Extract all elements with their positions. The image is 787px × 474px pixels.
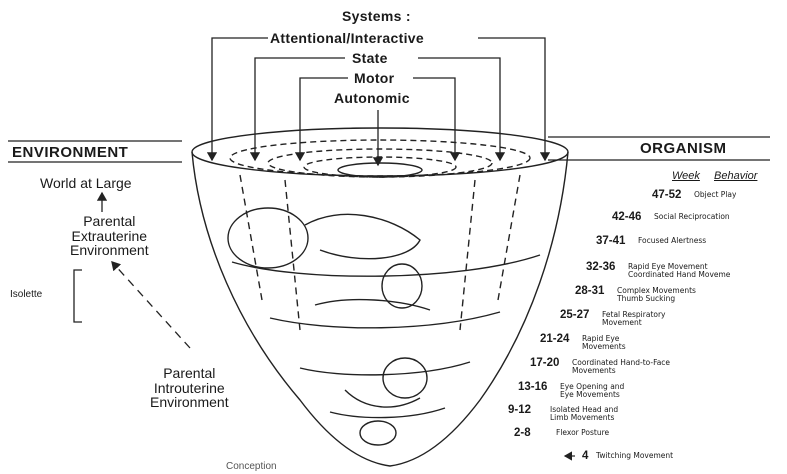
stage-week-4: 28-31 <box>575 286 604 298</box>
fetus-figure-2 <box>383 358 427 398</box>
stage-behavior-10: Flexor Posture <box>556 429 609 437</box>
stage-behavior-4: Complex Movements Thumb Sucking <box>617 287 696 303</box>
embryo-figure <box>360 421 396 445</box>
stage-behavior-2: Focused Alertness <box>638 237 706 245</box>
intrauterine-environment-label: Parental Introuterine Environment <box>150 366 229 410</box>
stage-week-2: 37-41 <box>596 236 625 248</box>
stage-behavior-11: Twitching Movement <box>596 452 673 460</box>
system-state: State <box>352 51 388 65</box>
stage-week-3: 32-36 <box>586 262 615 274</box>
stage-week-0: 47-52 <box>652 190 681 202</box>
system-attentional-interactive: Attentional/Interactive <box>270 31 424 45</box>
system-motor: Motor <box>354 71 394 85</box>
systems-heading: Systems : <box>342 9 411 23</box>
ring-attentional <box>230 140 530 176</box>
band-4 <box>330 408 445 418</box>
cone-rim <box>192 128 568 176</box>
organism-heading: ORGANISM <box>640 141 727 156</box>
environment-heading: ENVIRONMENT <box>12 145 128 160</box>
stage-behavior-8: Eye Opening and Eye Movements <box>560 383 624 399</box>
system-autonomic: Autonomic <box>334 91 410 105</box>
stage-behavior-0: Object Play <box>694 191 736 199</box>
stage-behavior-1: Social Reciprocation <box>654 213 730 221</box>
ring-autonomic <box>338 163 422 177</box>
week-column-header: Week <box>672 171 700 182</box>
cone-outline <box>192 152 568 466</box>
ring-motor <box>304 157 456 177</box>
isolette-label: Isolette <box>10 290 42 300</box>
stage-week-1: 42-46 <box>612 212 641 224</box>
band-2 <box>270 312 500 328</box>
stage-week-9: 9-12 <box>508 405 531 417</box>
stage-week-6: 21-24 <box>540 334 569 346</box>
stage-week-7: 17-20 <box>530 358 559 370</box>
stage-week-8: 13-16 <box>518 382 547 394</box>
stage-week-5: 25-27 <box>560 310 589 322</box>
stage-week-11: 4 <box>582 451 588 463</box>
stage-week-10: 2-8 <box>514 428 531 440</box>
infant-head-figure <box>228 208 308 268</box>
conception-label: Conception <box>226 462 277 472</box>
infant-body-figure <box>305 214 420 258</box>
behavior-column-header: Behavior <box>714 171 757 182</box>
stage-behavior-3: Rapid Eye Movement Coordinated Hand Move… <box>628 263 730 279</box>
stage-behavior-6: Rapid Eye Movements <box>582 335 626 351</box>
world-at-large-label: World at Large <box>40 176 132 191</box>
stage-behavior-5: Fetal Respiratory Movement <box>602 311 666 327</box>
stage-behavior-9: Isolated Head and Limb Movements <box>550 406 618 422</box>
extrauterine-environment-label: Parental Extrauterine Environment <box>70 214 149 258</box>
stage-behavior-7: Coordinated Hand-to-Face Movements <box>572 359 670 375</box>
